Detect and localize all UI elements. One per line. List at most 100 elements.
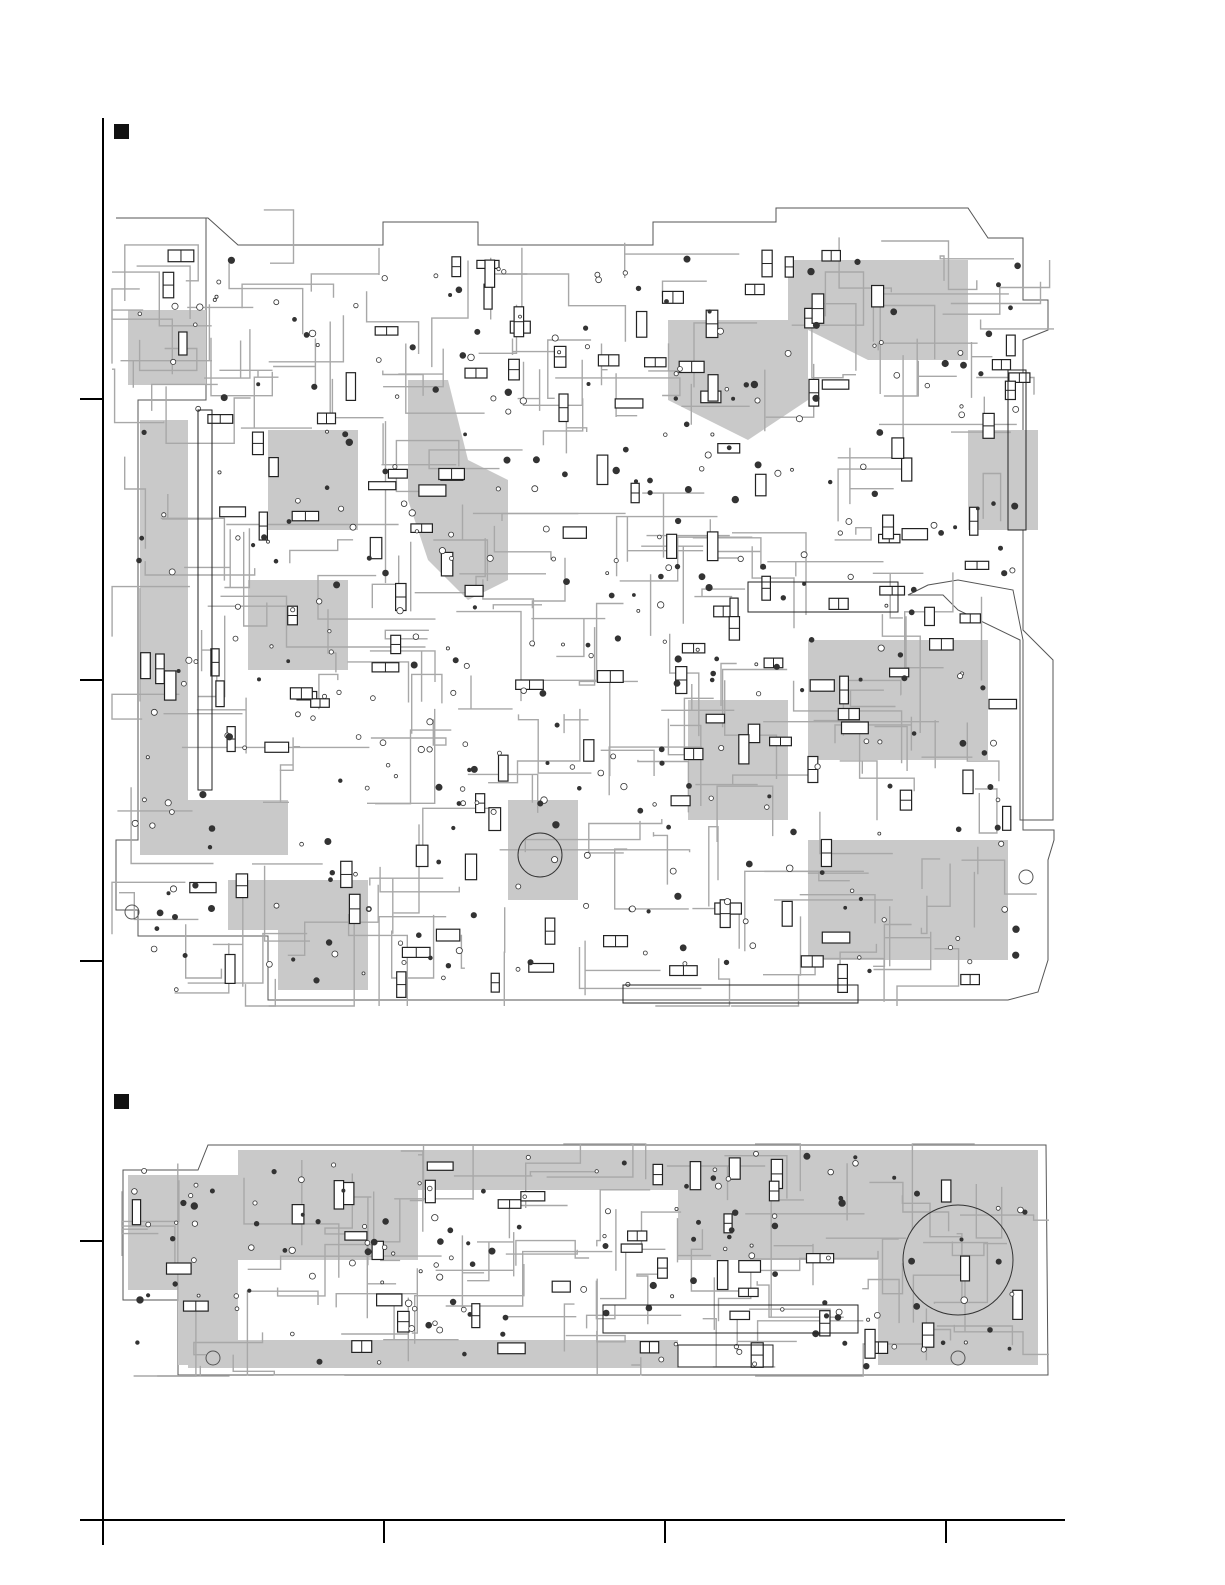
via xyxy=(434,274,438,278)
via xyxy=(988,1328,993,1333)
smd-component xyxy=(165,671,176,700)
via xyxy=(262,535,267,540)
via xyxy=(774,664,779,669)
via xyxy=(395,395,399,399)
via xyxy=(523,1195,527,1199)
via xyxy=(909,1258,915,1264)
via xyxy=(696,1220,700,1224)
via xyxy=(750,943,756,949)
via xyxy=(460,353,466,359)
smd-component xyxy=(419,485,446,496)
via xyxy=(992,502,996,506)
smd-component xyxy=(370,538,382,559)
via xyxy=(606,572,609,575)
pcb-trace xyxy=(175,943,229,993)
via xyxy=(587,382,590,385)
via xyxy=(150,823,155,828)
via xyxy=(329,878,333,882)
via xyxy=(665,300,669,304)
via xyxy=(623,271,627,275)
via xyxy=(658,602,664,608)
via xyxy=(867,1318,870,1321)
via xyxy=(137,1297,144,1304)
via xyxy=(960,1238,963,1241)
via xyxy=(137,558,142,563)
via xyxy=(586,643,590,647)
via xyxy=(877,430,883,436)
via xyxy=(503,1315,508,1320)
via xyxy=(138,312,142,316)
via xyxy=(142,1168,147,1173)
smd-component xyxy=(220,507,246,517)
via xyxy=(463,1352,467,1356)
via xyxy=(941,1341,945,1345)
smd-component xyxy=(902,458,912,481)
smd-component xyxy=(822,380,849,389)
via xyxy=(675,518,680,523)
via xyxy=(464,663,469,668)
via xyxy=(171,359,176,364)
via xyxy=(538,801,543,806)
via xyxy=(552,857,558,863)
via xyxy=(419,1270,422,1273)
via xyxy=(853,1161,859,1167)
via xyxy=(638,808,643,813)
via xyxy=(504,457,510,463)
via xyxy=(192,1258,197,1263)
via xyxy=(715,1183,721,1189)
via xyxy=(371,1239,377,1245)
via xyxy=(583,326,587,330)
via xyxy=(632,594,635,597)
via xyxy=(755,663,758,666)
via xyxy=(956,827,961,832)
via xyxy=(456,287,462,293)
via xyxy=(257,678,260,681)
smd-component xyxy=(690,1162,701,1190)
via xyxy=(427,747,432,752)
via xyxy=(629,906,635,912)
smd-component xyxy=(615,399,643,408)
via xyxy=(287,660,290,663)
via xyxy=(433,387,439,393)
smd-component xyxy=(167,1263,192,1274)
via xyxy=(175,1221,178,1224)
smd-component xyxy=(717,1261,728,1290)
via xyxy=(711,1176,716,1181)
via xyxy=(295,712,300,717)
via xyxy=(468,768,472,772)
via xyxy=(1023,1210,1027,1214)
via xyxy=(543,526,549,532)
via xyxy=(301,1213,304,1216)
via xyxy=(859,678,862,681)
via xyxy=(170,1236,175,1241)
via xyxy=(796,416,802,422)
via xyxy=(183,953,187,957)
via xyxy=(552,335,558,341)
via xyxy=(377,1361,381,1365)
via xyxy=(674,372,678,376)
via xyxy=(456,948,462,954)
via xyxy=(653,803,657,807)
via xyxy=(330,870,335,875)
smd-component xyxy=(961,1256,970,1281)
via xyxy=(497,267,500,270)
smd-component xyxy=(1003,806,1011,830)
via xyxy=(765,805,770,810)
via xyxy=(172,303,178,309)
smd-component xyxy=(707,532,718,561)
ruler-tick xyxy=(80,679,103,681)
via xyxy=(914,1191,919,1196)
smd-component xyxy=(739,735,749,764)
via xyxy=(339,506,344,511)
via xyxy=(772,1223,778,1229)
via xyxy=(292,958,295,961)
via xyxy=(756,692,760,696)
via xyxy=(415,530,418,533)
via xyxy=(979,372,983,376)
via xyxy=(197,1294,200,1297)
smd-component xyxy=(584,740,594,762)
via xyxy=(732,496,739,503)
via xyxy=(598,770,604,776)
via xyxy=(349,1260,355,1266)
via xyxy=(921,1347,926,1352)
